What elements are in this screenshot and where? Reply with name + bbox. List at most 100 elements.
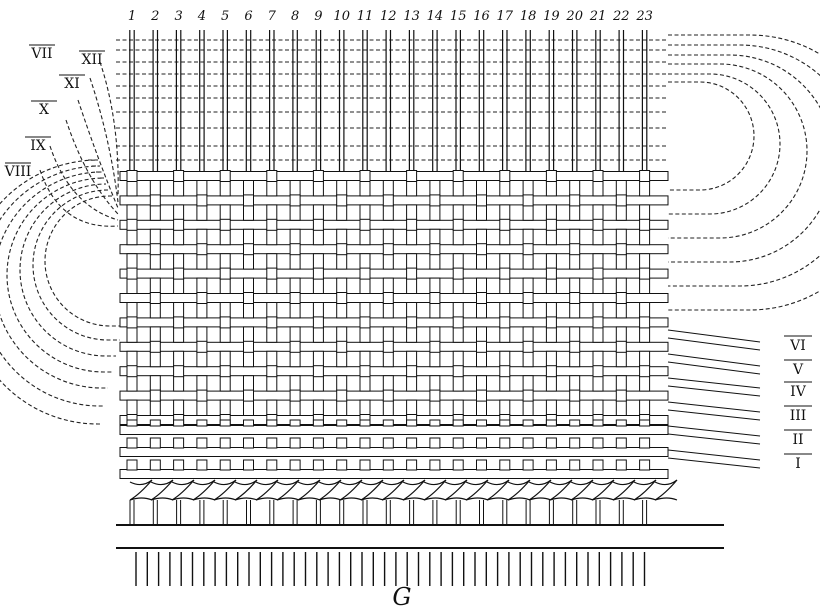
warp-over xyxy=(407,219,417,230)
warp-rib xyxy=(150,420,160,426)
warp-rib xyxy=(477,205,487,220)
braid-link xyxy=(550,480,572,500)
warp-rib xyxy=(267,400,277,415)
warp-over xyxy=(313,268,323,279)
warp-rib xyxy=(360,438,370,448)
warp-rib xyxy=(290,376,300,391)
warp-rib xyxy=(383,438,393,448)
warp-over xyxy=(127,268,137,279)
warp-rib xyxy=(197,327,207,342)
warp-over xyxy=(407,171,417,182)
braid-link xyxy=(529,480,551,500)
warp-over xyxy=(640,219,650,230)
warp-rib xyxy=(127,229,137,244)
warp-rib xyxy=(453,460,463,470)
weft-strip xyxy=(120,367,668,376)
warp-rib xyxy=(313,438,323,448)
warp-over xyxy=(220,268,230,279)
warp-rib xyxy=(500,303,510,318)
warp-over xyxy=(267,219,277,230)
warp-over xyxy=(150,293,160,304)
warp-rib xyxy=(267,327,277,342)
warp-rib xyxy=(337,460,347,470)
warp-rib xyxy=(546,254,556,269)
braid-link xyxy=(319,480,341,500)
weft-tail xyxy=(668,410,760,420)
warp-over xyxy=(500,366,510,377)
braid-link xyxy=(130,480,152,500)
warp-rib xyxy=(360,229,370,244)
warp-rib xyxy=(197,181,207,196)
warp-rib xyxy=(290,303,300,318)
warp-rib xyxy=(267,420,277,426)
warp-rib xyxy=(244,278,254,293)
warp-rib xyxy=(267,460,277,470)
warp-rib xyxy=(407,351,417,366)
dashed-tail xyxy=(100,62,118,196)
warp-rib xyxy=(546,205,556,220)
warp-rib xyxy=(290,438,300,448)
warp-rib xyxy=(616,229,626,244)
warp-rib xyxy=(220,438,230,448)
warp-over xyxy=(383,195,393,206)
warp-rib xyxy=(546,351,556,366)
warp-over xyxy=(220,219,230,230)
warp-over xyxy=(360,268,370,279)
warp-rib xyxy=(267,229,277,244)
warp-rib xyxy=(360,181,370,196)
braid-link xyxy=(277,480,299,500)
warp-number-label: 3 xyxy=(174,9,182,24)
loom-bars-and-fringe xyxy=(116,525,724,586)
warp-rib xyxy=(174,229,184,244)
warp-over xyxy=(383,390,393,401)
weft-tail xyxy=(668,402,760,412)
warp-rib xyxy=(360,460,370,470)
warp-over xyxy=(267,268,277,279)
warp-rib xyxy=(500,420,510,426)
warp-over xyxy=(453,268,463,279)
warp-over xyxy=(640,171,650,182)
warp-rib xyxy=(360,254,370,269)
warp-over xyxy=(477,195,487,206)
warp-rib xyxy=(477,420,487,426)
warp-over xyxy=(337,390,347,401)
warp-over xyxy=(337,195,347,206)
warp-over xyxy=(593,317,603,328)
woven-grid xyxy=(120,171,668,479)
warp-over xyxy=(360,317,370,328)
warp-rib xyxy=(453,400,463,415)
warp-over xyxy=(640,366,650,377)
warp-rib xyxy=(220,205,230,220)
warp-rib xyxy=(244,351,254,366)
warp-rib xyxy=(546,460,556,470)
warp-rib xyxy=(500,278,510,293)
warp-rib xyxy=(500,229,510,244)
warp-rib xyxy=(430,254,440,269)
warp-over xyxy=(150,195,160,206)
warp-over xyxy=(523,293,533,304)
warp-rib xyxy=(616,181,626,196)
warp-rib xyxy=(267,438,277,448)
warp-rib xyxy=(616,460,626,470)
braid-link xyxy=(487,480,509,500)
warp-over xyxy=(453,317,463,328)
warp-rib xyxy=(477,438,487,448)
warp-rib xyxy=(546,376,556,391)
warp-rib xyxy=(523,254,533,269)
warp-over xyxy=(313,317,323,328)
braid-link xyxy=(403,480,425,500)
warp-rib xyxy=(313,351,323,366)
weft-loop-left xyxy=(0,172,108,388)
warp-rib xyxy=(290,327,300,342)
warp-rib xyxy=(570,400,580,415)
warp-rib xyxy=(220,254,230,269)
braid-link xyxy=(193,480,215,500)
warp-rib xyxy=(546,181,556,196)
warp-over xyxy=(174,171,184,182)
warp-rib xyxy=(244,460,254,470)
weft-loop-right xyxy=(668,45,820,286)
warp-rib xyxy=(570,303,580,318)
weft-strip xyxy=(120,172,668,181)
weft-strip xyxy=(120,220,668,229)
warp-rib xyxy=(313,205,323,220)
